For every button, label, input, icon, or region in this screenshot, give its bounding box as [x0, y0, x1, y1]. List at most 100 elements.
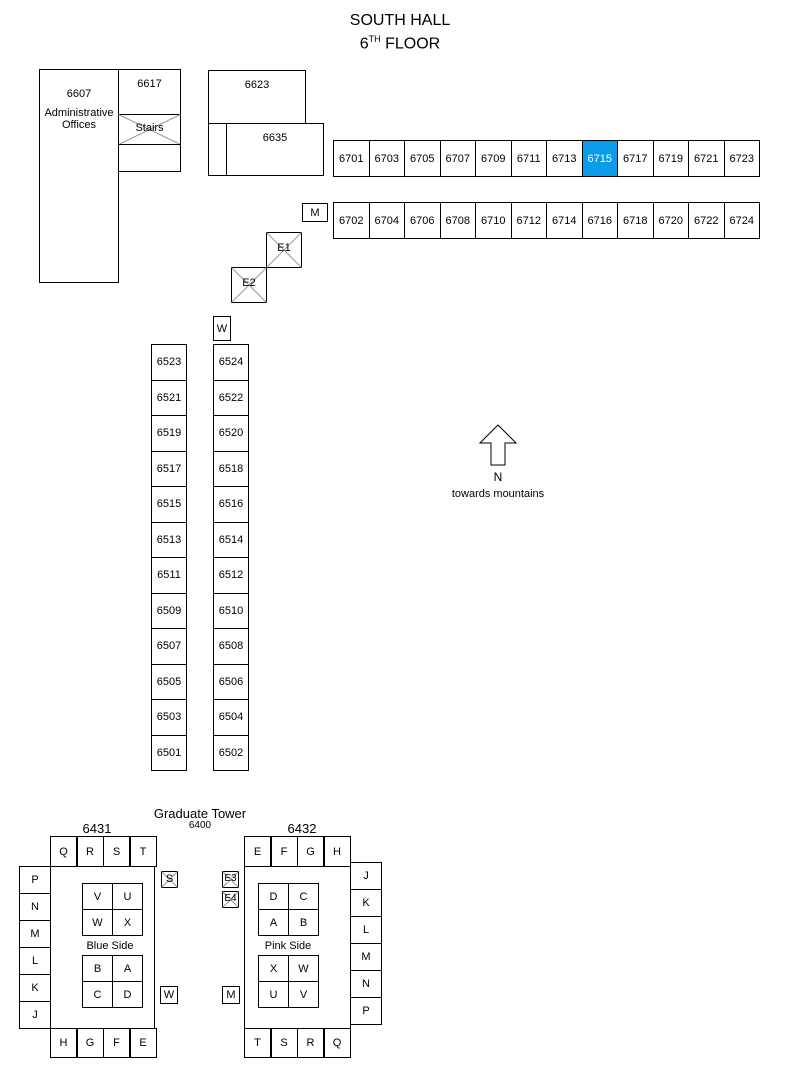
room-6515[interactable]: 6515: [151, 486, 187, 523]
room-6520[interactable]: 6520: [213, 415, 249, 452]
pink-room-p[interactable]: P: [350, 997, 382, 1025]
room-6707[interactable]: 6707: [439, 140, 476, 177]
room-6702[interactable]: 6702: [333, 202, 370, 239]
room-6517[interactable]: 6517: [151, 450, 187, 487]
blue-room-p[interactable]: P: [19, 866, 51, 894]
tower-mens-restroom[interactable]: M: [222, 986, 240, 1004]
pink-room-m[interactable]: M: [350, 943, 382, 971]
pink-room-d[interactable]: D: [258, 883, 289, 910]
elevator-e2[interactable]: E2: [231, 267, 267, 303]
room-6717[interactable]: 6717: [617, 140, 654, 177]
blue-room-t[interactable]: T: [129, 836, 157, 867]
room-6502[interactable]: 6502: [213, 734, 249, 771]
room-6713[interactable]: 6713: [546, 140, 583, 177]
room-6523[interactable]: 6523: [151, 344, 187, 381]
room-6722[interactable]: 6722: [688, 202, 725, 239]
room-6716[interactable]: 6716: [581, 202, 618, 239]
blue-room-l[interactable]: L: [19, 947, 51, 975]
blue-room-u[interactable]: U: [112, 883, 143, 910]
blue-room-h[interactable]: H: [50, 1028, 77, 1058]
blue-room-m[interactable]: M: [19, 920, 51, 948]
elevator-e4[interactable]: E4: [222, 891, 239, 908]
room-6503[interactable]: 6503: [151, 699, 187, 736]
pink-room-a[interactable]: A: [258, 909, 289, 936]
room-6522[interactable]: 6522: [213, 379, 249, 416]
elevator-e1[interactable]: E1: [266, 232, 302, 268]
room-6720[interactable]: 6720: [652, 202, 689, 239]
pink-room-f[interactable]: F: [270, 836, 298, 867]
room-6704[interactable]: 6704: [368, 202, 405, 239]
blue-room-c[interactable]: C: [82, 981, 113, 1008]
room-6711[interactable]: 6711: [510, 140, 547, 177]
room-6706[interactable]: 6706: [404, 202, 441, 239]
blue-room-n[interactable]: N: [19, 893, 51, 921]
room-6514[interactable]: 6514: [213, 521, 249, 558]
pink-room-q[interactable]: Q: [323, 1028, 351, 1058]
room-6708[interactable]: 6708: [439, 202, 476, 239]
pink-room-r[interactable]: R: [297, 1028, 324, 1058]
room-6724[interactable]: 6724: [723, 202, 760, 239]
blue-room-r[interactable]: R: [76, 836, 104, 867]
room-6524[interactable]: 6524: [213, 344, 249, 381]
mens-restroom[interactable]: M: [302, 203, 328, 222]
pink-room-x[interactable]: X: [258, 955, 289, 982]
room-6718[interactable]: 6718: [617, 202, 654, 239]
room-6509[interactable]: 6509: [151, 592, 187, 629]
womens-restroom[interactable]: W: [213, 316, 231, 341]
elevator-e3[interactable]: E3: [222, 871, 239, 888]
pink-room-w[interactable]: W: [288, 955, 319, 982]
room-6712[interactable]: 6712: [510, 202, 547, 239]
pink-room-u[interactable]: U: [258, 981, 289, 1008]
room-6607-admin[interactable]: 6607 Administrative Offices: [39, 69, 119, 283]
blue-room-g[interactable]: G: [76, 1028, 104, 1058]
room-6635[interactable]: 6635: [226, 123, 324, 176]
room-6504[interactable]: 6504: [213, 699, 249, 736]
room-6511[interactable]: 6511: [151, 557, 187, 594]
room-6623[interactable]: 6623: [208, 70, 306, 124]
pink-room-j[interactable]: J: [350, 862, 382, 890]
pink-room-h[interactable]: H: [323, 836, 351, 867]
room-6705[interactable]: 6705: [404, 140, 441, 177]
blue-room-d[interactable]: D: [112, 981, 143, 1008]
pink-room-l[interactable]: L: [350, 916, 382, 944]
room-6617[interactable]: 6617: [118, 69, 181, 115]
room-6723[interactable]: 6723: [723, 140, 760, 177]
room-6507[interactable]: 6507: [151, 628, 187, 665]
room-6703[interactable]: 6703: [368, 140, 405, 177]
pink-room-g[interactable]: G: [297, 836, 324, 867]
room-6721[interactable]: 6721: [688, 140, 725, 177]
blue-room-s[interactable]: S: [103, 836, 130, 867]
room-6508[interactable]: 6508: [213, 628, 249, 665]
room-unlabeled[interactable]: [208, 123, 227, 176]
blue-room-b[interactable]: B: [82, 955, 113, 982]
tower-stairs[interactable]: S: [161, 871, 178, 888]
room-6513[interactable]: 6513: [151, 521, 187, 558]
room-6516[interactable]: 6516: [213, 486, 249, 523]
blue-room-v[interactable]: V: [82, 883, 113, 910]
room-6709[interactable]: 6709: [475, 140, 512, 177]
room-6521[interactable]: 6521: [151, 379, 187, 416]
room-6719[interactable]: 6719: [652, 140, 689, 177]
room-6501[interactable]: 6501: [151, 734, 187, 771]
pink-room-c[interactable]: C: [288, 883, 319, 910]
pink-room-k[interactable]: K: [350, 889, 382, 917]
blue-room-x[interactable]: X: [112, 909, 143, 936]
room-6710[interactable]: 6710: [475, 202, 512, 239]
room-6505[interactable]: 6505: [151, 663, 187, 700]
blue-room-f[interactable]: F: [103, 1028, 130, 1058]
blue-room-e[interactable]: E: [129, 1028, 157, 1058]
tower-womens-restroom[interactable]: W: [160, 986, 178, 1004]
pink-room-v[interactable]: V: [288, 981, 319, 1008]
room-6506[interactable]: 6506: [213, 663, 249, 700]
room-6512[interactable]: 6512: [213, 557, 249, 594]
room-6701[interactable]: 6701: [333, 140, 370, 177]
room-6715[interactable]: 6715: [581, 140, 618, 177]
blue-room-q[interactable]: Q: [50, 836, 77, 867]
room-unlabeled[interactable]: [118, 144, 181, 172]
room-6519[interactable]: 6519: [151, 415, 187, 452]
pink-room-e[interactable]: E: [244, 836, 271, 867]
blue-room-k[interactable]: K: [19, 974, 51, 1002]
room-6714[interactable]: 6714: [546, 202, 583, 239]
pink-room-n[interactable]: N: [350, 970, 382, 998]
blue-room-w[interactable]: W: [82, 909, 113, 936]
